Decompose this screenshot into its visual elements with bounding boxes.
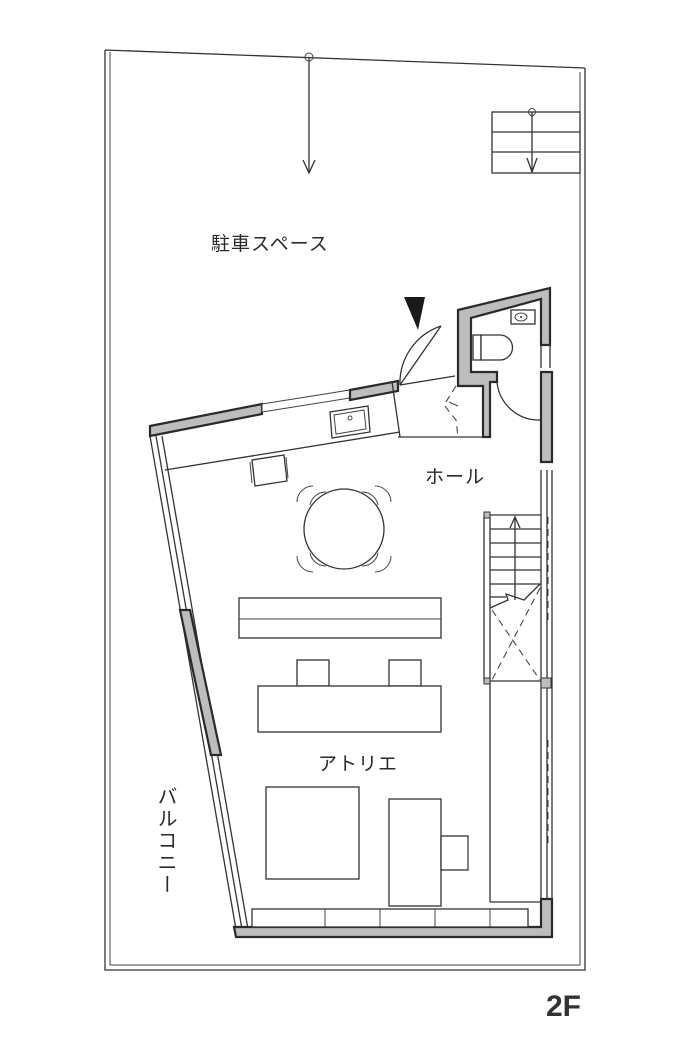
entrance-door	[399, 325, 456, 386]
toilet-door	[496, 381, 541, 421]
room-label-parking: 駐車スペース	[211, 233, 329, 255]
room-label-atelier: アトリエ	[318, 753, 399, 775]
work-table	[257, 659, 442, 733]
room-label-balcony: バルコニー	[154, 786, 178, 896]
interior-stairs	[483, 511, 552, 689]
round-table	[296, 485, 392, 573]
exterior-steps	[491, 108, 581, 174]
square-table	[265, 786, 360, 880]
floor-label: 2F	[546, 990, 582, 1023]
low-cabinet	[251, 908, 529, 928]
sink-icon	[510, 309, 536, 325]
storage-shelf	[489, 682, 549, 903]
entrance-triangle-icon	[404, 297, 425, 330]
genkan	[391, 381, 483, 438]
site-boundary	[104, 49, 586, 971]
toilet-icon	[472, 334, 514, 361]
bench	[238, 597, 442, 639]
chair-icon	[249, 454, 289, 487]
room-label-hall: ホール	[425, 466, 486, 488]
down-arrow-icon	[302, 52, 316, 175]
desk	[388, 798, 469, 907]
kitchen-counter	[164, 405, 401, 471]
